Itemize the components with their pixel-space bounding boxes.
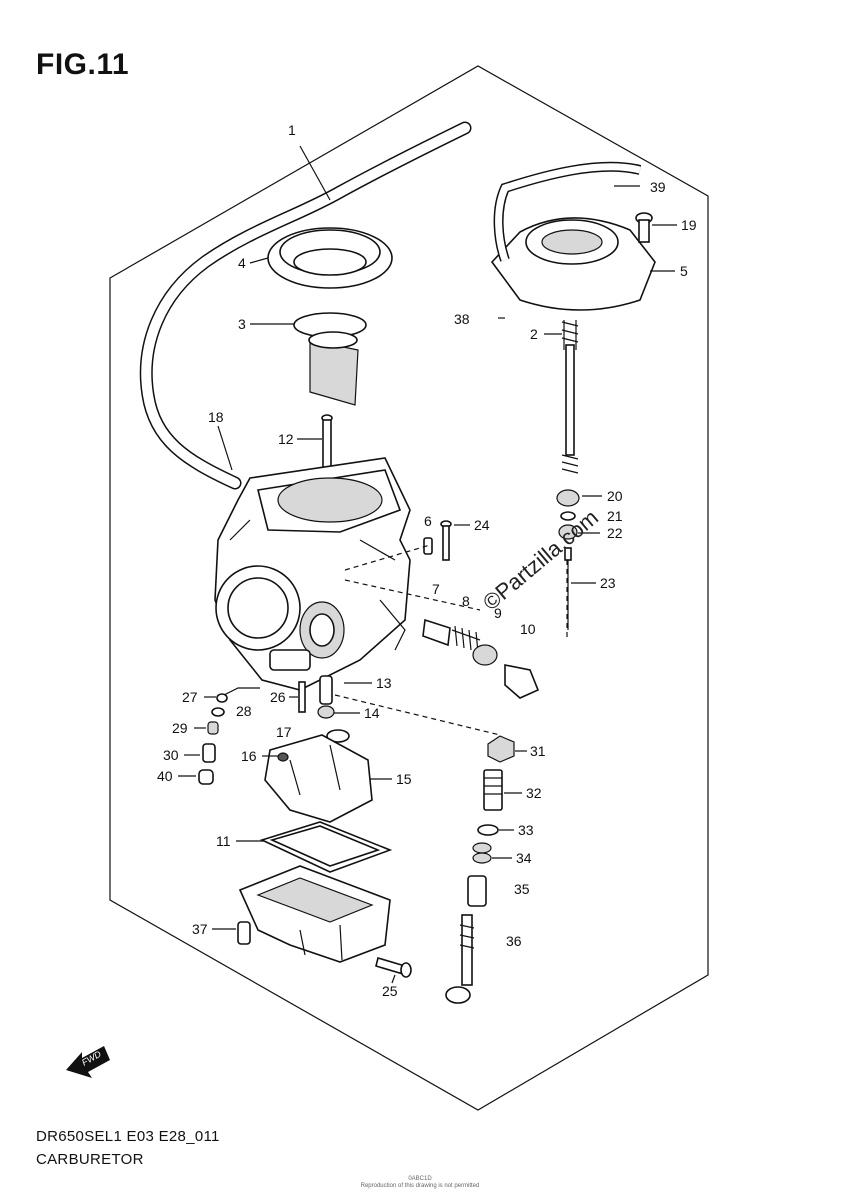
washer-33 bbox=[477, 824, 499, 836]
callout-17: 17 bbox=[276, 724, 292, 740]
float-bowl bbox=[238, 865, 391, 963]
spacer-20 bbox=[556, 489, 580, 507]
nut-31 bbox=[487, 735, 515, 763]
fine-print: 0ABC1D Reproduction of this drawing is n… bbox=[350, 1176, 490, 1190]
callout-4: 4 bbox=[238, 255, 246, 271]
callout-22: 22 bbox=[607, 525, 623, 541]
callout-2: 2 bbox=[530, 326, 538, 342]
float-needle-13 bbox=[319, 675, 333, 705]
callout-8: 8 bbox=[462, 593, 470, 609]
starter-plunger-36 bbox=[445, 914, 475, 1004]
callout-33: 33 bbox=[518, 822, 534, 838]
spring-34 bbox=[472, 842, 492, 864]
callout-34: 34 bbox=[516, 850, 532, 866]
fitting-27 bbox=[216, 687, 260, 703]
gasket-11 bbox=[259, 821, 393, 873]
pilot-jet-26 bbox=[298, 681, 306, 713]
fwd-arrow-icon: FWD bbox=[66, 1046, 110, 1078]
carburetor-body bbox=[214, 457, 411, 691]
callout-27: 27 bbox=[182, 689, 198, 705]
leader-lines bbox=[178, 145, 677, 984]
callout-21: 21 bbox=[607, 508, 623, 524]
callout-15: 15 bbox=[396, 771, 412, 787]
callout-13: 13 bbox=[376, 675, 392, 691]
needle-jet-32 bbox=[483, 769, 503, 811]
callout-37: 37 bbox=[192, 921, 208, 937]
float-15 bbox=[264, 734, 373, 823]
top-cap-5 bbox=[490, 217, 656, 311]
callout-35: 35 bbox=[514, 881, 530, 897]
callout-30: 30 bbox=[163, 747, 179, 763]
callout-1: 1 bbox=[288, 122, 296, 138]
model-code: DR650SEL1 E03 E28_011 bbox=[36, 1128, 220, 1145]
callout-labels: 1 39 19 4 5 3 38 2 18 12 20 21 6 24 22 2… bbox=[157, 122, 697, 999]
callout-40: 40 bbox=[157, 768, 173, 784]
callout-32: 32 bbox=[526, 785, 542, 801]
callout-25: 25 bbox=[382, 983, 398, 999]
callout-14: 14 bbox=[364, 705, 380, 721]
callout-18: 18 bbox=[208, 409, 224, 425]
callout-7: 7 bbox=[432, 581, 440, 597]
callout-3: 3 bbox=[238, 316, 246, 332]
fine-print-line-1: 0ABC1D bbox=[408, 1176, 432, 1182]
figure-title: FIG.11 bbox=[36, 48, 130, 81]
screw-37 bbox=[237, 921, 251, 945]
callout-16: 16 bbox=[241, 748, 257, 764]
pilot-screw-set bbox=[422, 618, 540, 699]
o-ring-17 bbox=[326, 729, 350, 743]
callout-12: 12 bbox=[278, 431, 294, 447]
jet-needle-2 bbox=[561, 320, 579, 474]
callout-6: 6 bbox=[424, 513, 432, 529]
screw-25 bbox=[375, 956, 412, 978]
callout-26: 26 bbox=[270, 689, 286, 705]
callout-29: 29 bbox=[172, 720, 188, 736]
needle-jet-14 bbox=[317, 705, 335, 719]
callout-23: 23 bbox=[600, 575, 616, 591]
callout-39: 39 bbox=[650, 179, 666, 195]
callout-28: 28 bbox=[236, 703, 252, 719]
screw-30 bbox=[202, 743, 216, 763]
main-jet-35 bbox=[467, 875, 487, 907]
callout-11: 11 bbox=[216, 833, 231, 849]
cap-40 bbox=[198, 769, 214, 785]
spring-29 bbox=[207, 721, 219, 735]
diaphragm-4 bbox=[267, 227, 393, 289]
callout-24: 24 bbox=[474, 517, 490, 533]
pin-16 bbox=[277, 752, 289, 762]
callout-20: 20 bbox=[607, 488, 623, 504]
o-ring-28 bbox=[211, 707, 225, 717]
screw-19 bbox=[635, 212, 653, 243]
caption: CARBURETOR bbox=[36, 1151, 144, 1168]
clip-22 bbox=[558, 524, 578, 540]
callout-36: 36 bbox=[506, 933, 522, 949]
screw-24 bbox=[440, 520, 452, 561]
callout-31: 31 bbox=[530, 743, 546, 759]
hose-1 bbox=[139, 121, 472, 490]
washer-21 bbox=[560, 511, 576, 521]
callout-5: 5 bbox=[680, 263, 688, 279]
needle-23 bbox=[564, 547, 572, 630]
callout-38: 38 bbox=[454, 311, 470, 327]
callout-19: 19 bbox=[681, 217, 697, 233]
diagram-boundary bbox=[109, 65, 709, 1111]
callout-9: 9 bbox=[494, 605, 502, 621]
fine-print-line-2: Reproduction of this drawing is not perm… bbox=[360, 1183, 480, 1189]
piston-valve-3 bbox=[293, 312, 367, 406]
plug-6 bbox=[423, 537, 433, 555]
callout-10: 10 bbox=[520, 621, 536, 637]
